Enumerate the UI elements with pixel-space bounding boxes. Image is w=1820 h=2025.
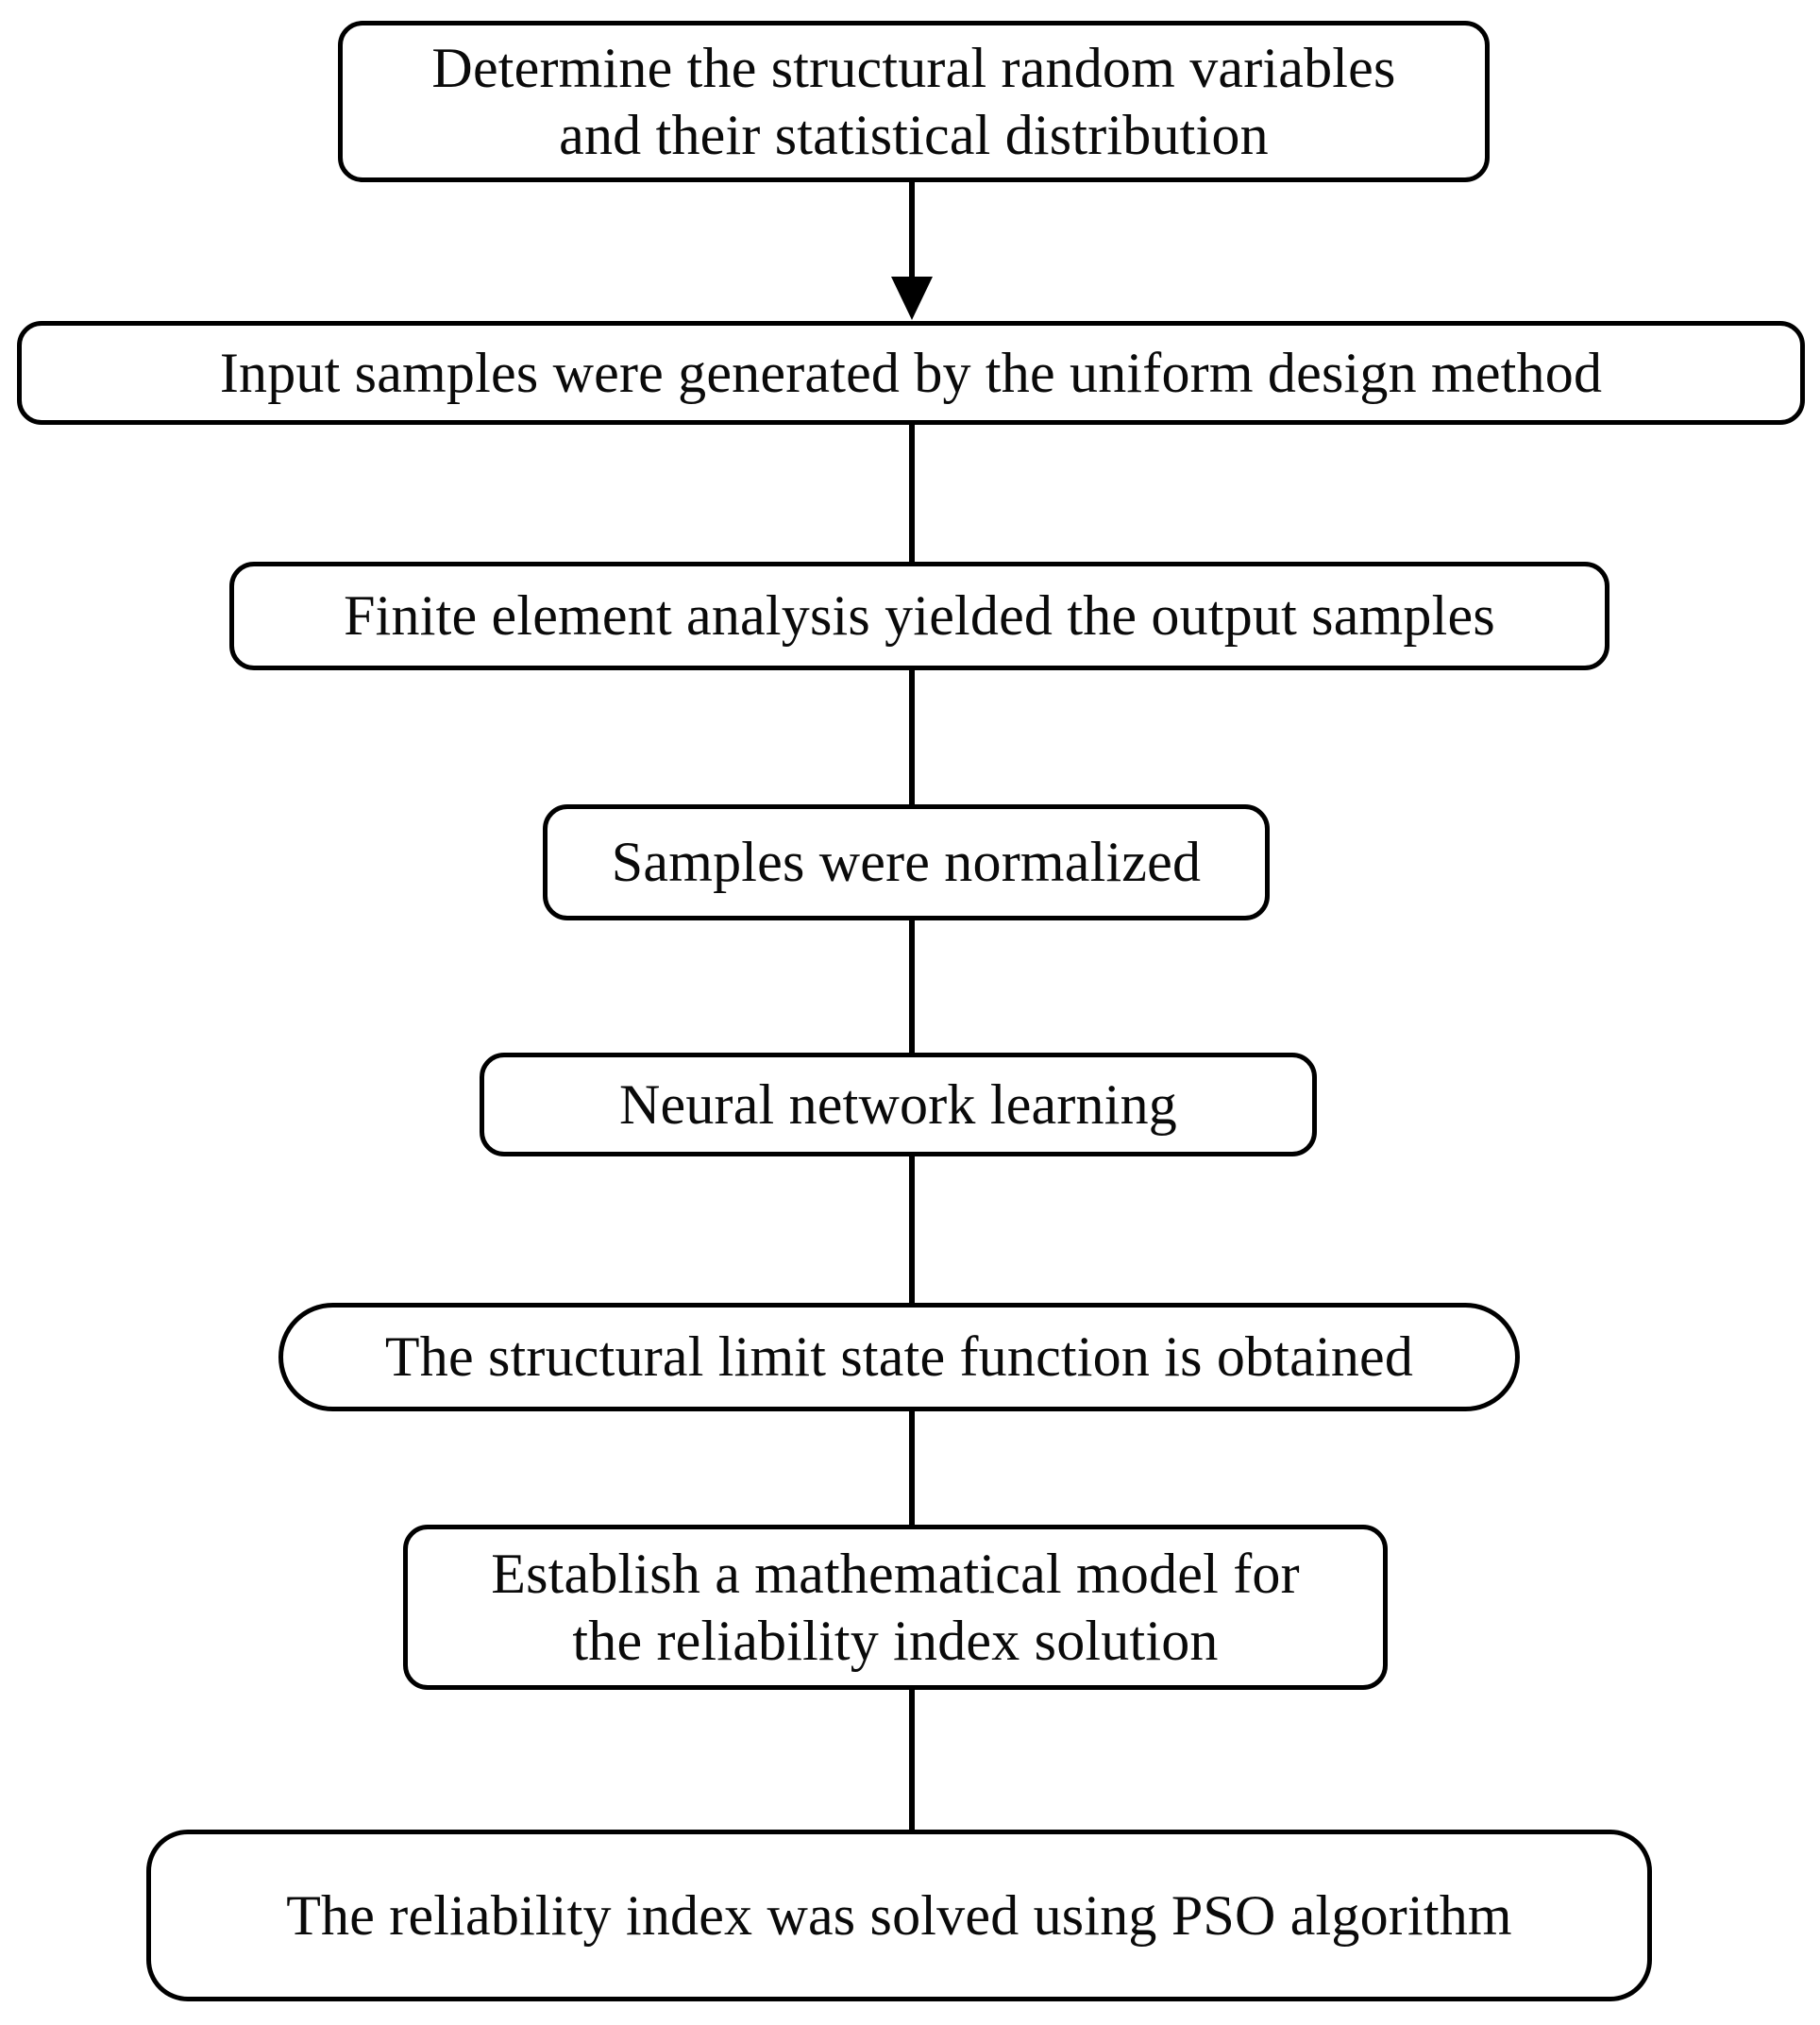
- arrow-shaft: [909, 920, 915, 1056]
- arrow-shaft: [909, 1156, 915, 1307]
- flow-node-7[interactable]: Establish a mathematical model for the r…: [403, 1525, 1388, 1690]
- arrow-shaft: [909, 670, 915, 808]
- flow-node-3[interactable]: Finite element analysis yielded the outp…: [229, 562, 1609, 670]
- flow-node-1[interactable]: Determine the structural random variable…: [338, 21, 1490, 182]
- flow-node-5-label: Neural network learning: [618, 1072, 1178, 1136]
- arrow-shaft: [909, 1690, 915, 1833]
- arrow-shaft: [909, 182, 915, 280]
- flow-node-5[interactable]: Neural network learning: [480, 1053, 1317, 1156]
- flow-node-1-label: Determine the structural random variable…: [431, 36, 1396, 166]
- flow-node-2-label: Input samples were generated by the unif…: [219, 341, 1603, 404]
- flow-node-6[interactable]: The structural limit state function is o…: [278, 1303, 1520, 1411]
- flow-node-8-label: The reliability index was solved using P…: [286, 1883, 1512, 1947]
- flow-node-3-label: Finite element analysis yielded the outp…: [344, 584, 1495, 648]
- arrow-head-icon: [891, 277, 933, 320]
- flow-node-4-label: Samples were normalized: [611, 831, 1202, 894]
- arrow-shaft: [909, 1411, 915, 1528]
- flow-node-4[interactable]: Samples were normalized: [543, 804, 1270, 920]
- flow-node-8[interactable]: The reliability index was solved using P…: [146, 1830, 1652, 2001]
- flow-node-6-label: The structural limit state function is o…: [384, 1325, 1414, 1389]
- arrow-shaft: [909, 425, 915, 565]
- flow-node-7-label: Establish a mathematical model for the r…: [491, 1542, 1300, 1672]
- flow-node-2[interactable]: Input samples were generated by the unif…: [17, 321, 1805, 425]
